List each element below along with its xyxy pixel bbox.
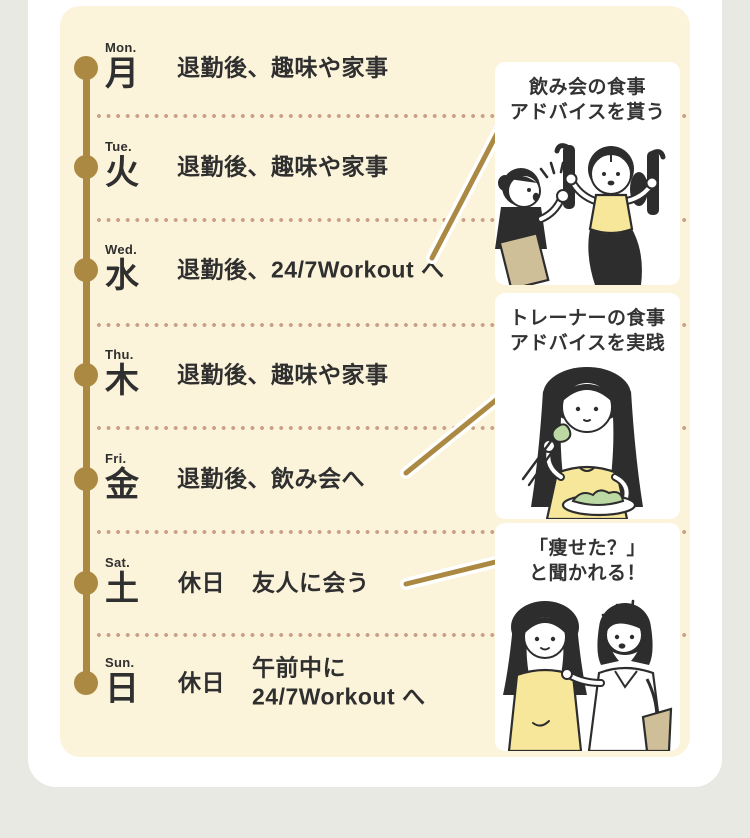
- day-abbrev: Fri.: [105, 451, 127, 466]
- timeline-dot: [74, 363, 98, 387]
- day-activity: 退勤後、趣味や家事: [177, 361, 389, 388]
- day-abbrev: Mon.: [105, 40, 137, 55]
- callout-card-friends-compliment: 「痩せた？」 と聞かれる！: [495, 523, 680, 751]
- day-label: Sat. 土: [105, 556, 139, 606]
- timeline-dot: [74, 671, 98, 695]
- day-kanji: 月: [105, 55, 139, 93]
- day-activity-prefix: 休日: [178, 669, 225, 696]
- day-abbrev: Wed.: [105, 242, 138, 257]
- timeline-dot: [74, 571, 98, 595]
- day-kanji: 日: [105, 670, 139, 708]
- weekly-schedule-panel: Mon. 月 退勤後、趣味や家事 Tue. 火 退勤後、趣味や家事 Wed. 水…: [60, 6, 690, 757]
- dotted-divider: [97, 633, 689, 637]
- day-activity: 退勤後、飲み会へ: [177, 465, 365, 492]
- day-kanji: 火: [105, 154, 139, 192]
- day-kanji: 土: [105, 570, 139, 608]
- dotted-divider: [97, 426, 689, 430]
- day-kanji: 木: [105, 362, 139, 400]
- timeline-dot: [74, 258, 98, 282]
- dotted-divider: [97, 323, 689, 327]
- day-label: Wed. 水: [105, 243, 139, 293]
- day-activity: 退勤後、24/7Workout へ: [177, 256, 445, 283]
- day-label: Fri. 金: [105, 452, 139, 502]
- day-row-tuesday: Tue. 火 退勤後、趣味や家事: [60, 127, 500, 207]
- dotted-divider: [97, 218, 689, 222]
- trainer-consultation-illustration: [495, 143, 666, 285]
- timeline-dot: [74, 56, 98, 80]
- callout-card-gym-advice: 飲み会の食事 アドバイスを貰う: [495, 62, 680, 285]
- healthy-eating-illustration: [521, 367, 643, 519]
- day-label: Sun. 日: [105, 656, 139, 706]
- day-label: Tue. 火: [105, 140, 139, 190]
- day-label: Mon. 月: [105, 41, 139, 91]
- day-row-sunday: Sun. 日 休日 午前中に 24/7Workout へ: [60, 643, 500, 723]
- day-abbrev: Sun.: [105, 655, 135, 670]
- day-activity: 退勤後、趣味や家事: [177, 153, 389, 180]
- day-abbrev: Thu.: [105, 347, 134, 362]
- callout-card-meal-advice: トレーナーの食事 アドバイスを実践: [495, 293, 680, 519]
- day-row-thursday: Thu. 木 退勤後、趣味や家事: [60, 335, 500, 415]
- day-label: Thu. 木: [105, 348, 139, 398]
- day-activity: 午前中に 24/7Workout へ: [252, 654, 426, 710]
- day-kanji: 水: [105, 257, 139, 295]
- day-abbrev: Tue.: [105, 139, 132, 154]
- day-abbrev: Sat.: [105, 555, 131, 570]
- dotted-divider: [97, 114, 689, 118]
- timeline-dot: [74, 155, 98, 179]
- friends-noticing-illustration: [503, 599, 673, 751]
- callout-caption: 「痩せた？」 と聞かれる！: [528, 538, 646, 585]
- day-row-friday: Fri. 金 退勤後、飲み会へ: [60, 439, 500, 519]
- dotted-divider: [97, 530, 689, 534]
- callout-caption: 飲み会の食事 アドバイスを貰う: [509, 77, 666, 124]
- day-activity: 退勤後、趣味や家事: [177, 54, 389, 81]
- day-activity-prefix: 休日: [178, 569, 225, 596]
- day-row-monday: Mon. 月 退勤後、趣味や家事: [60, 28, 500, 108]
- timeline-dot: [74, 467, 98, 491]
- day-kanji: 金: [105, 466, 139, 504]
- day-row-saturday: Sat. 土 休日 友人に会う: [60, 543, 500, 623]
- day-row-wednesday: Wed. 水 退勤後、24/7Workout へ: [60, 230, 500, 310]
- day-activity: 友人に会う: [252, 569, 370, 596]
- callout-caption: トレーナーの食事 アドバイスを実践: [509, 308, 666, 355]
